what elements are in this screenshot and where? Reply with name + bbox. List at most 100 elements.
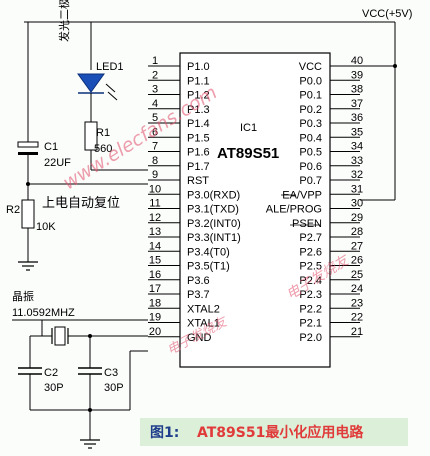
pin-wires	[148, 65, 360, 338]
pin-number: 25	[351, 269, 363, 281]
pin-number: 32	[351, 169, 363, 181]
pin-name: XTAL1	[187, 318, 220, 330]
pin-number: 34	[351, 141, 363, 153]
crystal-chinese-label: 晶振	[12, 289, 34, 303]
led-light-arrow	[107, 91, 118, 101]
pin-number: 39	[351, 69, 363, 81]
pin-name: P0.2	[299, 104, 322, 116]
pin-name: EA/VPP	[282, 189, 322, 201]
led-label: LED1	[96, 61, 124, 73]
pin-name: P0.5	[299, 147, 322, 159]
pin-number: 35	[351, 126, 363, 138]
pin-number: 26	[351, 255, 363, 267]
pin-name: P0.6	[299, 161, 322, 173]
figure-caption-prefix: 图1:	[150, 425, 179, 441]
led-chinese-label: 发光二极管	[57, 0, 71, 42]
r2-value: 10K	[36, 221, 56, 233]
pin-number: 30	[351, 198, 363, 210]
pin-name: P1.2	[187, 90, 210, 102]
pin-number: 33	[351, 155, 363, 167]
pin-number: 36	[351, 112, 363, 124]
c2-value: 30P	[44, 382, 64, 394]
pin-number: 24	[351, 283, 363, 295]
pin-name: XTAL2	[187, 303, 220, 315]
pin-number: 27	[351, 240, 363, 252]
junction-dot	[88, 408, 92, 412]
pin-name: P1.7	[187, 161, 210, 173]
pin-name: P2.1	[299, 318, 322, 330]
c1-label: C1	[44, 141, 58, 153]
c2-label: C2	[44, 367, 58, 379]
pin-name: P3.7	[187, 289, 210, 301]
r2-label: R2	[6, 204, 20, 216]
pin-name: RST	[187, 175, 209, 187]
figure-caption-text: AT89S51最小化应用电路	[197, 424, 364, 441]
pin-name: P1.1	[187, 75, 210, 87]
r1-label: R1	[96, 127, 110, 139]
pin-number: 3	[152, 84, 158, 96]
pin-number: 16	[149, 269, 161, 281]
pin-name: P2.7	[299, 232, 322, 244]
pin-name: GND	[187, 332, 212, 344]
pin-number: 31	[351, 183, 363, 195]
crystal-body	[54, 326, 66, 346]
r1-value: 560	[94, 143, 112, 155]
reset-chinese-label: 上电自动复位	[42, 196, 120, 211]
pin-name: P1.0	[187, 61, 210, 73]
pin-number: 37	[351, 98, 363, 110]
pin-name: P1.3	[187, 104, 210, 116]
pin-number: 2	[152, 69, 158, 81]
pin-number: 20	[149, 326, 161, 338]
ic-part-name: AT89S51	[217, 145, 279, 162]
pin-name: P3.0(RXD)	[187, 189, 240, 201]
ic-body	[179, 52, 331, 368]
pin-name: P0.7	[299, 175, 322, 187]
pin-number: 15	[149, 255, 161, 267]
pin-name: P2.4	[299, 275, 322, 287]
pin-name: VCC	[299, 61, 322, 73]
ic-designator: IC1	[240, 122, 257, 134]
pin-name: P3.3(INT1)	[187, 232, 241, 244]
pin-number: 40	[351, 55, 363, 67]
pin-name: P3.4(T0)	[187, 246, 230, 258]
pin-name: P3.5(T1)	[187, 261, 230, 273]
pin-number: 11	[149, 198, 160, 210]
led-symbol	[77, 73, 105, 93]
junction-dot	[393, 64, 397, 68]
pin-name: P2.6	[299, 246, 322, 258]
pin-number: 6	[152, 126, 158, 138]
pin-number: 19	[149, 312, 161, 324]
pin-number: 13	[149, 226, 161, 238]
vcc-label: VCC(+5V)	[362, 8, 412, 20]
pin-number: 10	[149, 183, 161, 195]
c3-label: C3	[104, 367, 118, 379]
pin-number: 9	[152, 169, 158, 181]
pin-name: P2.3	[299, 289, 322, 301]
r2-resistor	[21, 199, 35, 229]
pin-name: P1.6	[187, 147, 210, 159]
pin-name: P1.5	[187, 132, 210, 144]
pin-name: P2.5	[299, 261, 322, 273]
led-light-arrow	[105, 83, 116, 93]
c3-value: 30P	[104, 382, 124, 394]
pin-number: 21	[351, 326, 363, 338]
junction-dot	[88, 334, 92, 338]
pin-name: P2.0	[299, 332, 322, 344]
pin-number: 4	[152, 98, 158, 110]
pin-name: P3.1(TXD)	[187, 204, 239, 216]
pin-name: P1.4	[187, 118, 210, 130]
pin-number: 29	[351, 212, 363, 224]
pin-name: P0.3	[299, 118, 322, 130]
pin-number: 7	[152, 141, 158, 153]
pin-number: 38	[351, 84, 363, 96]
pin-name: PSEN	[292, 218, 322, 230]
pin-number: 8	[152, 155, 158, 167]
pin-number: 22	[351, 312, 363, 324]
c1-value: 22UF	[44, 157, 71, 169]
pin-number: 18	[149, 297, 161, 309]
pin-name: P0.0	[299, 75, 322, 87]
pin-number: 17	[149, 283, 161, 295]
